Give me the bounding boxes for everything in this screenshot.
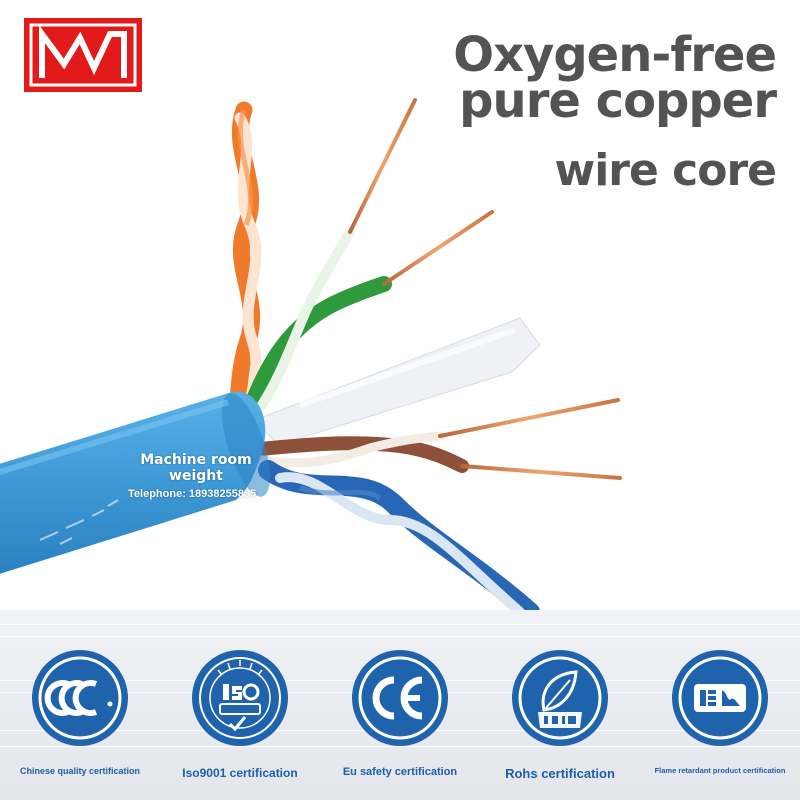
iso9001-icon — [190, 648, 290, 748]
cable-jacket — [0, 391, 270, 574]
headline-line-2: pure copper — [459, 73, 777, 129]
certification-band: Chinese quality certification Iso — [0, 610, 800, 800]
cert-ce: Eu safety certification — [320, 610, 480, 800]
ccc-icon — [30, 648, 130, 748]
cert-caption-ccc: Chinese quality certification — [19, 766, 141, 776]
cert-rohs: Rohs certification — [480, 610, 640, 800]
cert-caption-iso9001: Iso9001 certification — [182, 766, 298, 780]
cert-caption-ce: Eu safety certification — [342, 766, 458, 778]
cable-illustration — [0, 98, 622, 610]
product-photo: Oxygen-free pure copper wire core Machin… — [0, 18, 777, 610]
ce-icon — [350, 648, 450, 748]
telephone-text: Telephone: 18938255835 — [128, 488, 257, 500]
mw-logo-icon — [24, 18, 142, 92]
cable-label: Machine room weight — [140, 452, 252, 484]
cert-caption-rohs: Rohs certification — [505, 766, 615, 781]
rohs-icon — [510, 648, 610, 748]
flame-retardant-icon — [670, 648, 770, 748]
cert-flame-retardant: Flame retardant product certification — [640, 610, 800, 800]
headline: Oxygen-free pure copper wire core — [453, 27, 777, 196]
blue-pair — [258, 460, 540, 610]
cert-caption-flame-retardant: Flame retardant product certification — [654, 766, 786, 775]
cert-ccc: Chinese quality certification — [0, 610, 160, 800]
headline-line-3: wire core — [554, 145, 777, 196]
cert-iso9001: Iso9001 certification — [160, 610, 320, 800]
brown-pair — [243, 398, 622, 480]
orange-pair — [227, 101, 262, 419]
green-pair — [242, 98, 494, 418]
headline-line-1: Oxygen-free — [453, 27, 777, 83]
